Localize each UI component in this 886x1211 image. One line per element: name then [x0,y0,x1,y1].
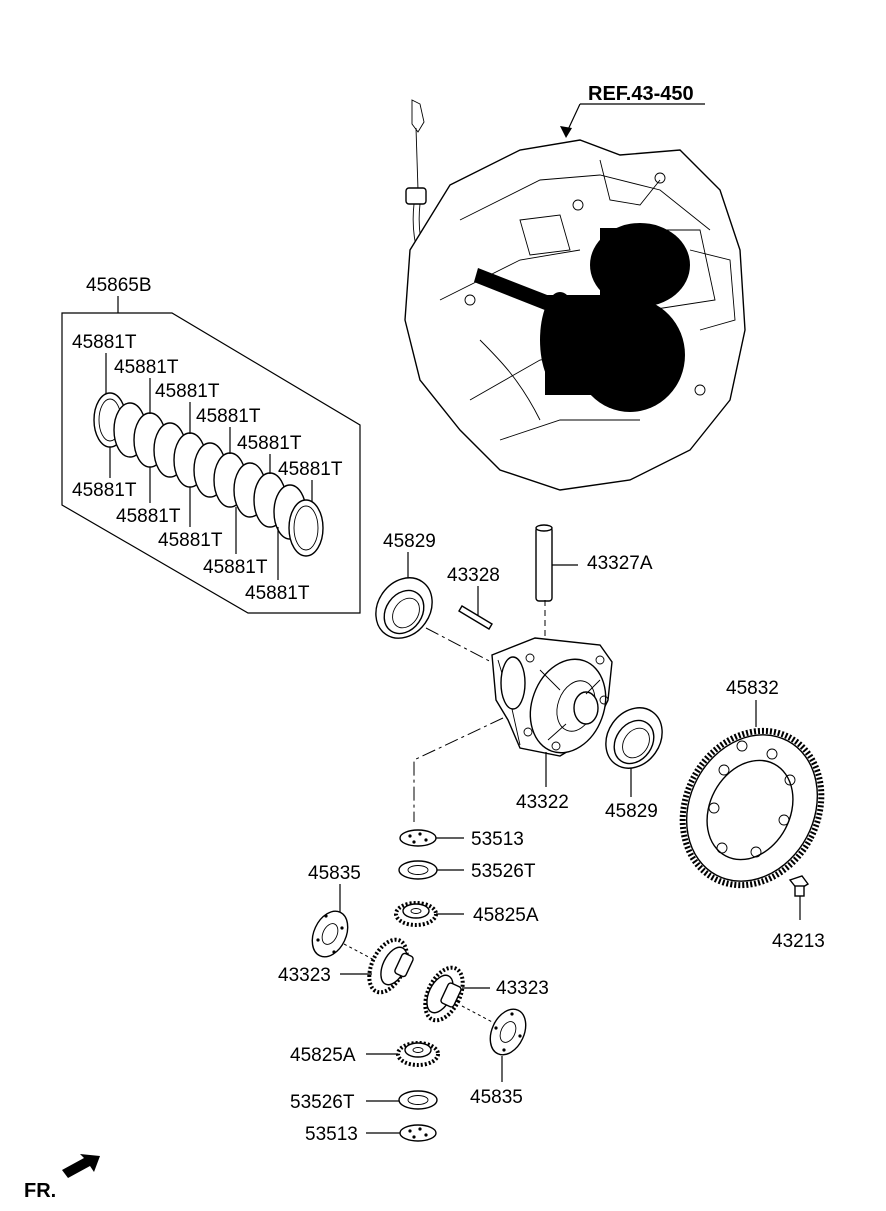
front-direction-label: FR. [24,1180,56,1202]
spring-label-k: 45881T [245,583,310,604]
spring-label-c: 45881T [155,381,220,402]
washer-top-label: 53513 [471,829,524,850]
thrust-washer-right-illustration [489,1008,527,1056]
shaft-illustration [535,524,553,602]
shim-bottom-illustration [398,1090,438,1110]
ring-gear-label: 45832 [726,678,779,699]
shaft-label: 43327A [587,553,653,574]
shim-top-illustration [398,860,438,880]
pinion-top-illustration [394,901,438,927]
case-label: 43322 [516,792,569,813]
spring-label-h: 45881T [116,506,181,527]
spring-label-d: 45881T [196,406,261,427]
spring-label-e: 45881T [237,433,302,454]
spring-kit-box [61,296,361,614]
washer-right-label: 45835 [470,1087,523,1108]
oil-seal-right-illustration [605,707,663,769]
ring-gear-illustration [679,727,825,889]
side-gear-right-illustration [423,965,465,1023]
pin-illustration [458,605,493,630]
transaxle-assembly-illustration [404,99,746,491]
washer-bottom-label: 53513 [305,1124,358,1145]
seal-right-label: 45829 [605,801,658,822]
spring-kit-label: 45865B [86,275,152,296]
shim-top-label: 53526T [471,861,536,882]
front-direction-arrow-icon [62,1154,100,1178]
differential-case-illustration [491,637,613,757]
spring-label-f: 45881T [278,459,343,480]
washer-bottom-illustration [399,1124,437,1142]
pinion-bottom-illustration [396,1041,440,1067]
spring-label-b: 45881T [114,357,179,378]
pinion-top-label: 45825A [473,905,539,926]
shim-bottom-label: 53526T [290,1092,355,1113]
oil-seal-left-illustration [375,577,433,639]
bolt-illustration [788,875,810,897]
spring-label-a: 45881T [72,332,137,353]
reference-label: REF.43-450 [588,83,694,105]
spring-label-i: 45881T [158,530,223,551]
spring-label-j: 45881T [203,557,268,578]
spring-label-g: 45881T [72,480,137,501]
pinion-bottom-label: 45825A [290,1045,356,1066]
washer-left-label: 45835 [308,863,361,884]
seal-left-label: 45829 [383,531,436,552]
side-gear-left-illustration [367,937,414,995]
pin-label: 43328 [447,565,500,586]
side-gear-left-label: 43323 [278,965,331,986]
side-gear-right-label: 43323 [496,978,549,999]
thrust-washer-left-illustration [311,910,349,958]
bolt-label: 43213 [772,931,825,952]
spring-stack-illustration [93,392,324,557]
washer-top-illustration [399,829,437,847]
